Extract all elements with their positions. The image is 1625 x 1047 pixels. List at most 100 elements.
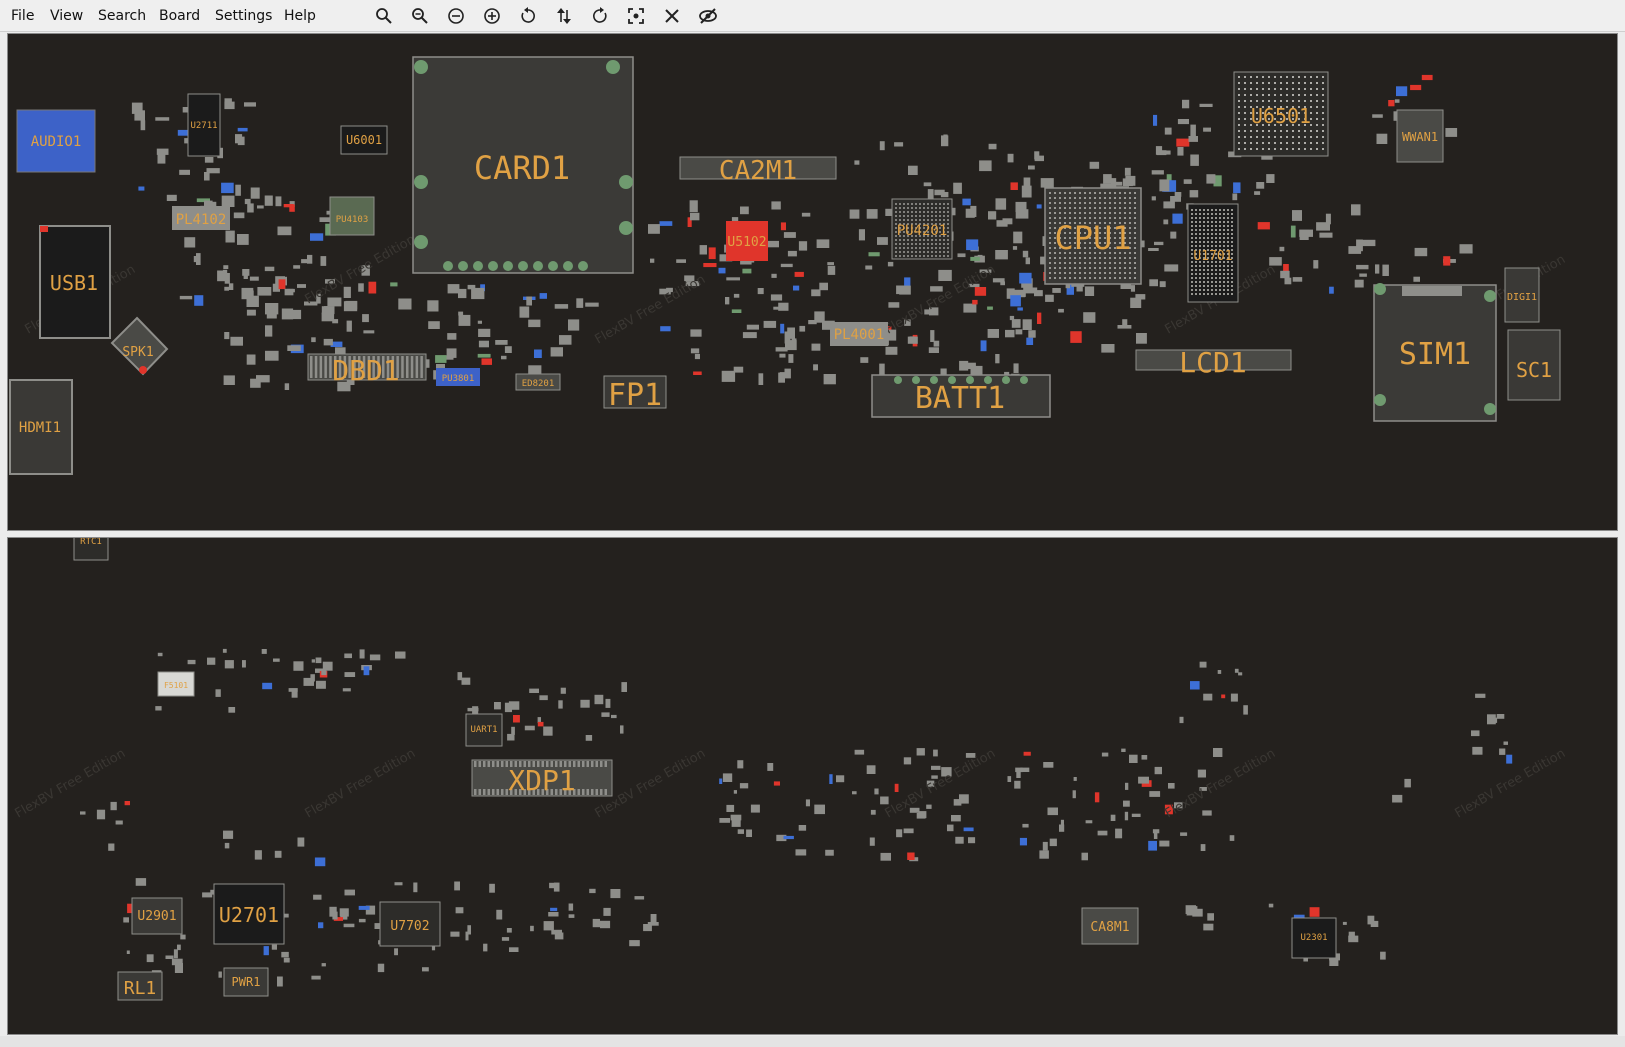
component-U2301[interactable]: U2301 — [1291, 917, 1337, 959]
bga-ball — [1286, 76, 1288, 78]
component-CPU1[interactable]: CPU1 — [1044, 187, 1142, 285]
rotate-cw-icon[interactable] — [589, 6, 611, 26]
component-USB1[interactable]: USB1 — [39, 225, 111, 339]
component-HDMI1[interactable]: HDMI1 — [9, 379, 73, 475]
pcb-pad — [1443, 256, 1451, 266]
menu-file[interactable]: File — [11, 8, 35, 24]
bga-ball — [1114, 272, 1116, 274]
pcb-pad — [513, 715, 520, 723]
bga-ball — [1215, 293, 1217, 295]
component-U2901[interactable]: U2901 — [131, 897, 183, 935]
component-AUDIO1[interactable]: AUDIO1 — [16, 109, 96, 173]
component-U1701[interactable]: U1701 — [1187, 203, 1239, 303]
bga-ball — [1104, 212, 1106, 214]
component-U7702[interactable]: U7702 — [379, 901, 441, 947]
bga-ball — [1199, 269, 1201, 271]
bga-ball — [1191, 249, 1193, 251]
menu-search[interactable]: Search — [98, 8, 147, 24]
bga-ball — [1223, 265, 1225, 267]
bga-ball — [1203, 281, 1205, 283]
pcb-pad — [1072, 790, 1076, 799]
menu-board[interactable]: Board — [159, 8, 201, 24]
component-DBD1[interactable]: DBD1 — [307, 353, 427, 387]
pcb-pad — [725, 297, 730, 305]
bga-ball — [1129, 242, 1131, 244]
zoom-fit-icon[interactable] — [481, 6, 503, 26]
menu-settings[interactable]: Settings — [215, 8, 273, 24]
component-PU4201[interactable]: PU4201 — [891, 198, 953, 260]
bga-ball — [1238, 82, 1240, 84]
pcb-pad — [988, 211, 997, 220]
component-PU4103[interactable]: PU4103 — [329, 196, 375, 236]
component-PL4001[interactable]: PL4001 — [830, 322, 888, 346]
pcb-pad — [80, 811, 86, 815]
component-ED8201[interactable]: ED8201 — [515, 373, 561, 391]
menu-help[interactable]: Help — [284, 8, 316, 24]
component-LCD1[interactable]: LCD1 — [1135, 346, 1292, 379]
menu-view[interactable]: View — [50, 8, 84, 24]
flip-icon[interactable] — [553, 6, 575, 26]
component-BATT1[interactable]: BATT1 — [871, 374, 1051, 418]
bga-ball — [1256, 112, 1258, 114]
bga-ball — [1219, 229, 1221, 231]
component-SPK1[interactable]: SPK1 — [110, 316, 169, 376]
pcb-pad — [1059, 824, 1065, 832]
bga-ball — [1322, 118, 1324, 120]
component-U6001[interactable]: U6001 — [340, 125, 388, 155]
bga-ball — [1231, 285, 1233, 287]
pcb-pad — [1130, 297, 1142, 308]
rotate-ccw-icon[interactable] — [517, 6, 539, 26]
bga-ball — [1134, 232, 1136, 234]
component-FP1[interactable]: FP1 — [603, 375, 667, 413]
hide-pins-icon[interactable] — [697, 6, 719, 26]
bga-ball — [931, 219, 933, 221]
pcb-pad — [1159, 281, 1166, 288]
component-CA2M1[interactable]: CA2M1 — [679, 156, 837, 186]
component-UART1[interactable]: UART1 — [465, 713, 503, 747]
component-DIGI1[interactable]: DIGI1 — [1504, 267, 1540, 323]
component-PU3801[interactable]: PU3801 — [436, 368, 480, 386]
component-WWAN1[interactable]: WWAN1 — [1396, 109, 1444, 163]
component-U5102[interactable]: U5102 — [726, 221, 768, 261]
bga-ball — [1215, 269, 1217, 271]
component-PL4102[interactable]: PL4102 — [172, 206, 230, 230]
bga-ball — [931, 235, 933, 237]
bga-ball — [1231, 213, 1233, 215]
bga-ball — [1227, 237, 1229, 239]
component-U2711[interactable]: U2711 — [187, 93, 221, 157]
component-F5101[interactable]: F5101 — [157, 671, 195, 697]
pcb-pad — [689, 200, 698, 213]
bga-ball — [1191, 237, 1193, 239]
component-U2701[interactable]: U2701 — [213, 883, 285, 945]
bga-ball — [1089, 192, 1091, 194]
clear-icon[interactable] — [661, 6, 683, 26]
zoom-out-icon[interactable] — [409, 6, 431, 26]
bga-ball — [939, 247, 941, 249]
component-SC1[interactable]: SC1 — [1507, 329, 1561, 401]
zoom-reset-icon[interactable] — [445, 6, 467, 26]
component-PWR1[interactable]: PWR1 — [223, 967, 269, 997]
bga-ball — [931, 223, 933, 225]
component-RL1[interactable]: RL1 — [117, 971, 163, 1001]
pcb-pad — [1206, 174, 1216, 184]
bga-ball — [1114, 257, 1116, 259]
bga-ball — [1244, 88, 1246, 90]
fit-screen-icon[interactable] — [625, 6, 647, 26]
pcb-pad — [968, 283, 980, 288]
batt-pin — [1020, 376, 1028, 384]
component-XDP1[interactable]: XDP1 — [471, 759, 613, 797]
component-CA8M1[interactable]: CA8M1 — [1081, 907, 1139, 945]
bga-ball — [1049, 202, 1051, 204]
component-CARD1[interactable]: CARD1 — [412, 56, 634, 274]
component-SIM1[interactable]: SIM1 — [1373, 283, 1497, 422]
component-U6501[interactable]: U6501 — [1233, 71, 1329, 157]
pcb-pad — [929, 307, 939, 316]
component-RTC1[interactable]: RTC1 — [73, 538, 109, 561]
bga-ball — [1227, 229, 1229, 231]
pcb-pad — [481, 358, 492, 365]
zoom-in-icon[interactable] — [373, 6, 395, 26]
